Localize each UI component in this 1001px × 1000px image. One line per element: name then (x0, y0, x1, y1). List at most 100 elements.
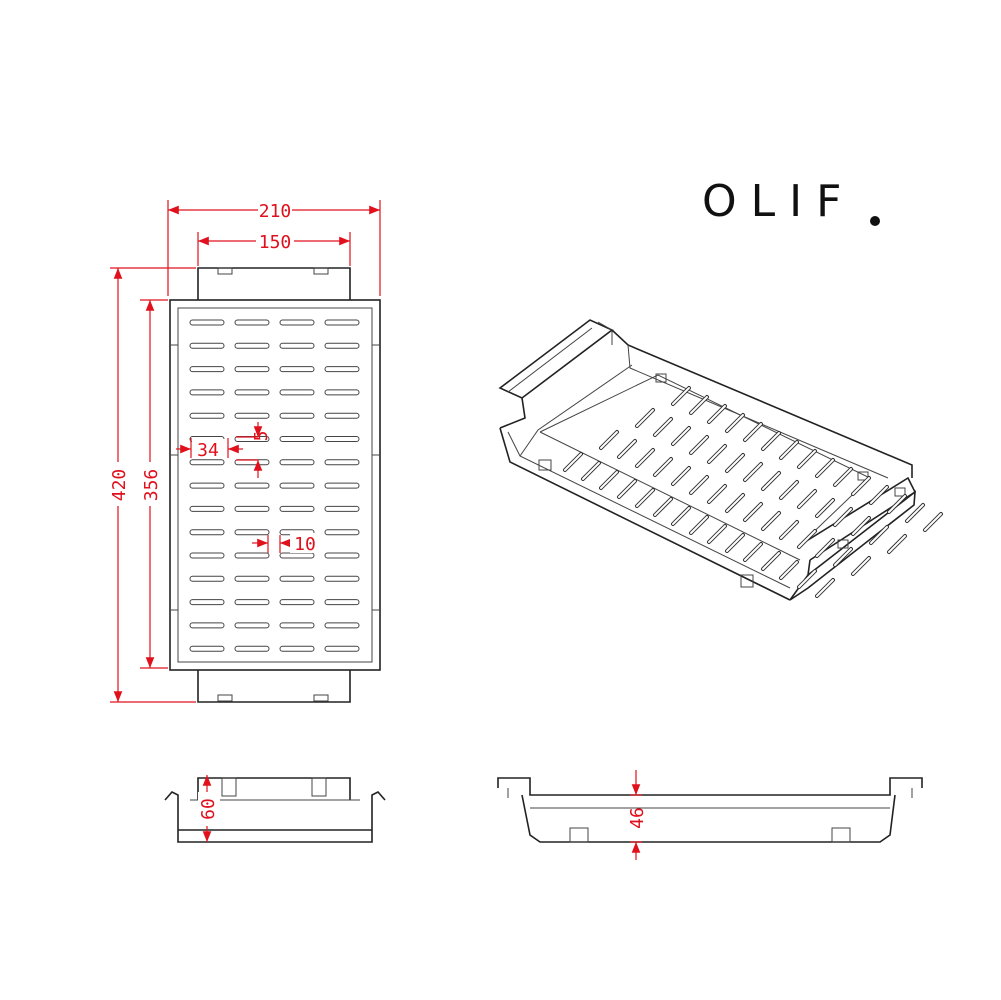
slot (324, 575, 360, 582)
iso-slot (780, 441, 798, 459)
slot (234, 645, 270, 652)
iso-slot (672, 387, 690, 405)
iso-slot (708, 525, 726, 543)
top-tab-clip-left (217, 267, 233, 275)
slot (324, 529, 360, 536)
iso-slot (888, 535, 906, 553)
slot (234, 505, 270, 512)
iso-slot (708, 405, 726, 423)
iso-slot (672, 507, 690, 525)
tray-outer-frame (169, 299, 381, 671)
iso-slot (726, 494, 744, 512)
iso-slot (906, 504, 924, 522)
dim-slot-gap: 10 (294, 534, 316, 555)
iso-slot (888, 495, 906, 513)
dim-slot-width: 5 (251, 431, 272, 442)
iso-slot (780, 521, 798, 539)
iso-slot (762, 472, 780, 490)
end-view: 60 (164, 775, 386, 843)
top-tab (197, 267, 351, 300)
dim-overall-width: 210 (259, 201, 292, 222)
iso-slot (780, 561, 798, 579)
slot (234, 529, 270, 536)
slot (189, 412, 225, 419)
dim-side-depth: 46 (627, 807, 648, 829)
brand-mark-icon (870, 216, 880, 226)
iso-slot (690, 476, 708, 494)
dim-slot-length: 34 (197, 440, 219, 461)
iso-slot (654, 498, 672, 516)
iso-slot (726, 414, 744, 432)
slot (189, 482, 225, 489)
slot (234, 342, 270, 349)
slot (189, 622, 225, 629)
slot (324, 412, 360, 419)
iso-slot (852, 557, 870, 575)
dim-inner-length: 356 (141, 469, 162, 502)
iso-slot (762, 552, 780, 570)
iso-slot (672, 467, 690, 485)
iso-slot (690, 436, 708, 454)
iso-slot (672, 427, 690, 445)
slot (279, 389, 315, 396)
iso-slot (744, 503, 762, 521)
slot (234, 366, 270, 373)
slot (189, 342, 225, 349)
slot (279, 622, 315, 629)
slot (189, 599, 225, 606)
iso-slot (708, 485, 726, 503)
slot (324, 599, 360, 606)
slot (324, 622, 360, 629)
slot (189, 529, 225, 536)
slot (279, 342, 315, 349)
iso-slot (690, 516, 708, 534)
slot (279, 412, 315, 419)
iso-slot (744, 423, 762, 441)
side-view: 46 (497, 770, 923, 860)
iso-slot (636, 489, 654, 507)
iso-slot (834, 468, 852, 486)
slot (279, 599, 315, 606)
iso-slot (600, 471, 618, 489)
iso-slot (798, 530, 816, 548)
slot (279, 459, 315, 466)
slot (234, 552, 270, 559)
iso-slot (564, 453, 582, 471)
slot (324, 552, 360, 559)
iso-slot (798, 490, 816, 508)
slot (189, 575, 225, 582)
iso-slot (816, 539, 834, 557)
slot (324, 319, 360, 326)
slot (324, 645, 360, 652)
isometric-view (498, 319, 943, 601)
top-view-dimensions: 210 150 420 356 34 5 (106, 198, 381, 703)
brand-logo: OLIF (702, 176, 880, 227)
iso-slot (636, 409, 654, 427)
slot (189, 366, 225, 373)
slot (189, 459, 225, 466)
top-view (169, 267, 381, 703)
bottom-tab-clip-left (217, 694, 233, 702)
iso-slot (744, 463, 762, 481)
iso-slot (762, 512, 780, 530)
slot (324, 389, 360, 396)
iso-slot (780, 481, 798, 499)
iso-slot (798, 450, 816, 468)
iso-slot (636, 449, 654, 467)
iso-slot (816, 499, 834, 517)
dim-end-height: 60 (198, 798, 219, 820)
slot (324, 505, 360, 512)
bottom-tab (197, 670, 351, 703)
slot (234, 482, 270, 489)
slot (279, 482, 315, 489)
iso-slot (690, 396, 708, 414)
slot (279, 319, 315, 326)
slot (324, 342, 360, 349)
slot (279, 575, 315, 582)
slot (324, 366, 360, 373)
slot (189, 319, 225, 326)
iso-slot (798, 570, 816, 588)
iso-slot (834, 508, 852, 526)
iso-slot (582, 462, 600, 480)
dim-overall-length: 420 (109, 469, 130, 502)
